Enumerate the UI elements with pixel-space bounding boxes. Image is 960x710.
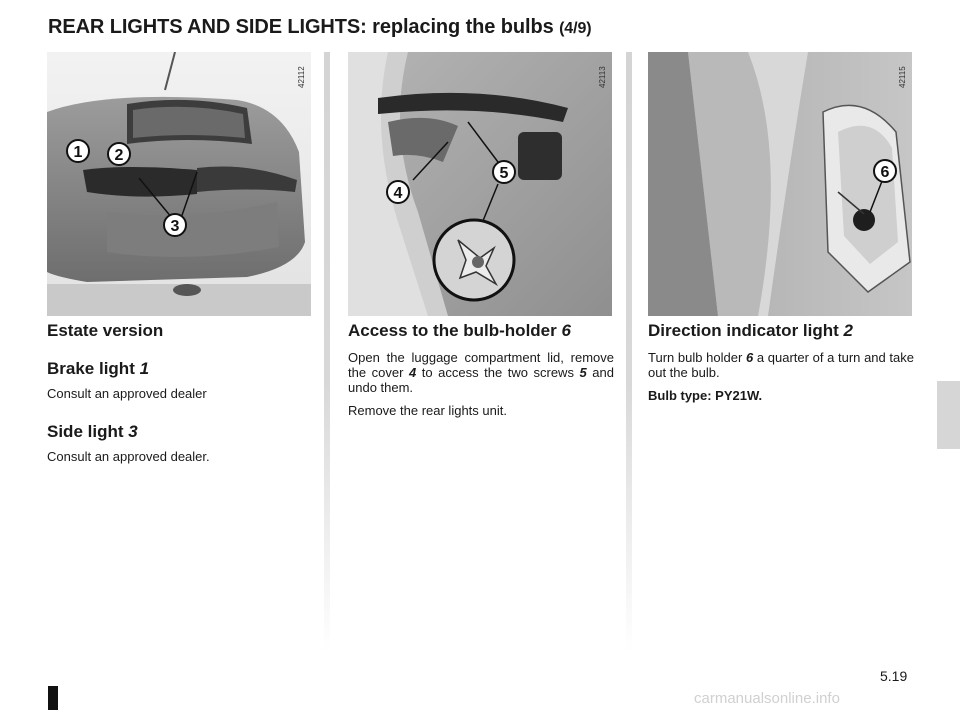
figure-luggage-compartment: 4 5 42113 bbox=[348, 52, 612, 316]
direction-indicator-heading: Direction indicator light 2 bbox=[648, 320, 914, 342]
page-number: 5.19 bbox=[880, 668, 908, 684]
brake-light-heading: Brake light 1 bbox=[47, 358, 313, 380]
step-1-text-a: Open the luggage compartment lid, remove… bbox=[348, 350, 614, 380]
bulb-holder-illustration: 6 bbox=[648, 52, 912, 316]
callout-circle bbox=[492, 160, 516, 184]
luggage-cover-illustration: 4 5 bbox=[348, 52, 612, 316]
direction-indicator-label: Direction indicator light bbox=[648, 321, 839, 340]
figure-ref-number: 42113 bbox=[598, 66, 607, 88]
callout-4: 4 bbox=[394, 185, 403, 202]
callout-6: 6 bbox=[881, 164, 890, 181]
callout-circle bbox=[386, 180, 410, 204]
side-light-text: Consult an approved dealer. bbox=[47, 449, 210, 464]
bulb-holder-access-heading: Access to the bulb-holder 6 bbox=[348, 320, 614, 342]
step-text-b: a quarter of a turn and take out the bul… bbox=[648, 350, 915, 380]
bulb-type: Bulb type: PY21W. bbox=[648, 388, 763, 403]
page-title-suffix: (4/9) bbox=[559, 20, 592, 37]
callout-circle bbox=[66, 139, 90, 163]
brake-light-number: 1 bbox=[139, 359, 150, 378]
figure-ref-number: 42115 bbox=[898, 66, 907, 88]
figure-rear-lights: 1 2 3 42112 bbox=[47, 52, 311, 316]
column-estate-version: Estate version Brake light 1 Consult an … bbox=[47, 320, 313, 464]
column-separator bbox=[626, 52, 632, 652]
screw-number: 5 bbox=[579, 365, 587, 380]
column-separator bbox=[324, 52, 330, 652]
callout-circle bbox=[107, 142, 131, 166]
callout-2: 2 bbox=[115, 147, 124, 164]
brake-light-text: Consult an approved dealer bbox=[47, 386, 207, 401]
callout-5: 5 bbox=[500, 165, 509, 182]
direction-indicator-step: Turn bulb holder 6 a quarter of a turn a… bbox=[648, 350, 914, 380]
callout-circle bbox=[873, 159, 897, 183]
bulb-holder-access-number: 6 bbox=[561, 321, 571, 340]
callout-circle bbox=[163, 213, 187, 237]
bulb-holder-access-step-1: Open the luggage compartment lid, remove… bbox=[348, 350, 614, 395]
chapter-tab bbox=[937, 381, 960, 449]
car-rear-illustration: 1 2 3 bbox=[47, 52, 311, 316]
side-light-number: 3 bbox=[128, 422, 138, 441]
corner-mark bbox=[48, 686, 58, 710]
bulb-holder-number: 6 bbox=[745, 350, 754, 365]
brake-light-label: Brake light bbox=[47, 359, 135, 378]
step-text-a: Turn bulb holder bbox=[648, 350, 743, 365]
watermark: carmanualsonline.info bbox=[694, 690, 840, 707]
estate-version-heading: Estate version bbox=[47, 321, 164, 340]
callout-1: 1 bbox=[74, 144, 83, 161]
figure-bulb-holder: 6 42115 bbox=[648, 52, 912, 316]
bulb-holder-access-step-2: Remove the rear lights unit. bbox=[348, 403, 507, 418]
bulb-holder-access-label: Access to the bulb-holder bbox=[348, 321, 557, 340]
direction-indicator-number: 2 bbox=[843, 321, 853, 340]
page-title: REAR LIGHTS AND SIDE LIGHTS: replacing t… bbox=[48, 16, 592, 39]
cover-number: 4 bbox=[408, 365, 417, 380]
step-1-text-b: to access the two screws bbox=[421, 365, 574, 380]
callout-3: 3 bbox=[171, 218, 180, 235]
column-bulb-holder-access: Access to the bulb-holder 6 Open the lug… bbox=[348, 320, 614, 418]
column-direction-indicator: Direction indicator light 2 Turn bulb ho… bbox=[648, 320, 914, 403]
step-1-text-c: and undo them. bbox=[348, 365, 614, 395]
side-light-label: Side light bbox=[47, 422, 124, 441]
figure-ref-number: 42112 bbox=[297, 66, 306, 88]
page-title-main: REAR LIGHTS AND SIDE LIGHTS: replacing t… bbox=[48, 16, 554, 38]
side-light-heading: Side light 3 bbox=[47, 421, 313, 443]
